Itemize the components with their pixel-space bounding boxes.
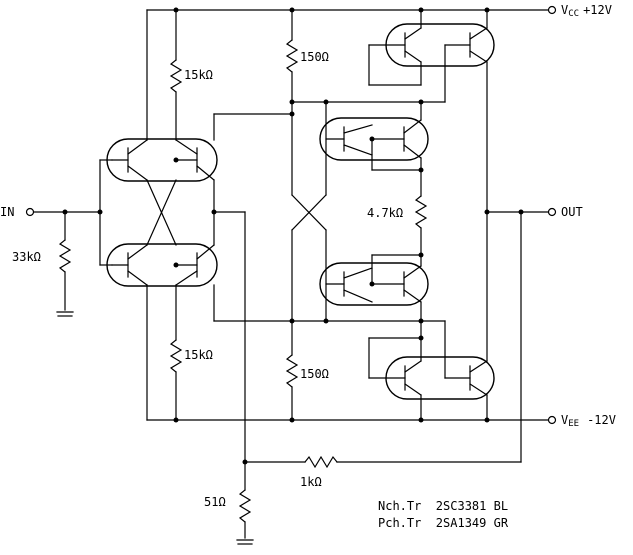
transistor-pair-q4[interactable] — [319, 254, 429, 306]
input-label: IN — [0, 205, 14, 219]
resistor-51-label: 51Ω — [204, 495, 226, 509]
ground-symbol — [56, 311, 74, 317]
output-node — [484, 7, 557, 423]
output-terminal[interactable] — [547, 207, 557, 217]
cross-coupling-left — [146, 113, 293, 463]
transistor-pair-q2[interactable] — [106, 243, 218, 287]
resistor-4k7 — [414, 195, 428, 229]
vcc-terminal[interactable] — [547, 5, 557, 15]
pch-transistor-note: Pch.Tr 2SA1349 GR — [378, 516, 509, 530]
feedback-network — [236, 211, 522, 545]
ground-symbol-2 — [236, 539, 254, 545]
vee-label: VEE-12V — [561, 413, 616, 429]
resistor-51 — [238, 489, 252, 523]
resistor-15k-bottom-label: 15kΩ — [184, 348, 213, 362]
transistor-pair-q1[interactable] — [106, 138, 218, 182]
resistor-1k-label: 1kΩ — [300, 475, 322, 489]
resistor-150-top — [285, 39, 299, 73]
nch-transistor-note: Nch.Tr 2SC3381 BL — [378, 499, 508, 513]
transistor-pair-q6[interactable] — [368, 320, 495, 423]
resistor-15k-bottom — [169, 339, 183, 373]
vcc-label: VCC+12V — [561, 3, 612, 19]
resistor-150-bottom — [285, 354, 299, 388]
resistor-33k — [58, 239, 72, 273]
output-label: OUT — [561, 205, 583, 219]
resistor-4k7-label: 4.7kΩ — [367, 206, 403, 220]
resistor-150-bottom-label: 150Ω — [300, 367, 329, 381]
input-stage — [25, 159, 113, 317]
resistor-150-top-label: 150Ω — [300, 50, 329, 64]
transistor-pair-q3[interactable] — [319, 117, 429, 171]
input-terminal[interactable] — [25, 207, 35, 217]
resistor-1k-feedback — [304, 455, 338, 469]
resistor-33k-label: 33kΩ — [12, 250, 41, 264]
resistor-15k-top-label: 15kΩ — [184, 68, 213, 82]
bias-resistor-chain — [414, 99, 428, 324]
power-rails — [146, 5, 557, 425]
transistor-pair-q5[interactable] — [368, 7, 495, 103]
vee-terminal[interactable] — [547, 415, 557, 425]
left-rail-wires — [146, 7, 183, 423]
resistor-15k-top — [169, 59, 183, 93]
